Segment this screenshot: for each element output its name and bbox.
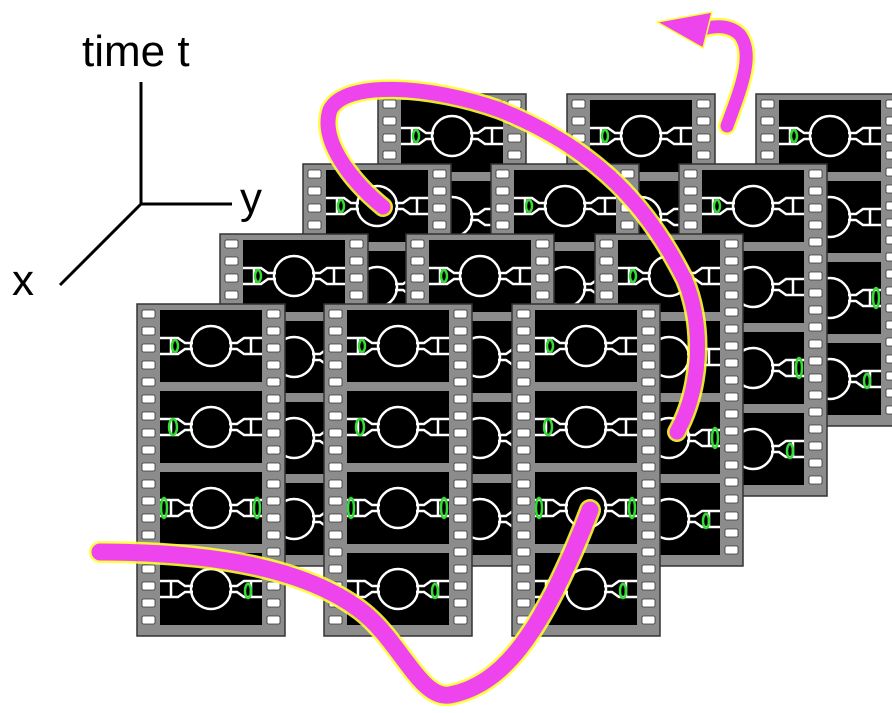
scan-path-upper <box>693 20 753 133</box>
arrow-head-icon <box>656 11 713 49</box>
x-axis <box>58 202 143 287</box>
y-axis-label: y <box>240 174 262 223</box>
scan-path-middle <box>320 81 705 440</box>
time-axis-label: time t <box>82 27 190 76</box>
scan-path-lower <box>91 501 599 704</box>
scan-path-arrow <box>89 11 756 707</box>
x-axis-label: x <box>12 256 34 305</box>
axes: time t y x <box>12 27 262 305</box>
film-strip <box>510 302 662 638</box>
film-strip <box>135 302 287 638</box>
film-strip <box>322 302 474 638</box>
